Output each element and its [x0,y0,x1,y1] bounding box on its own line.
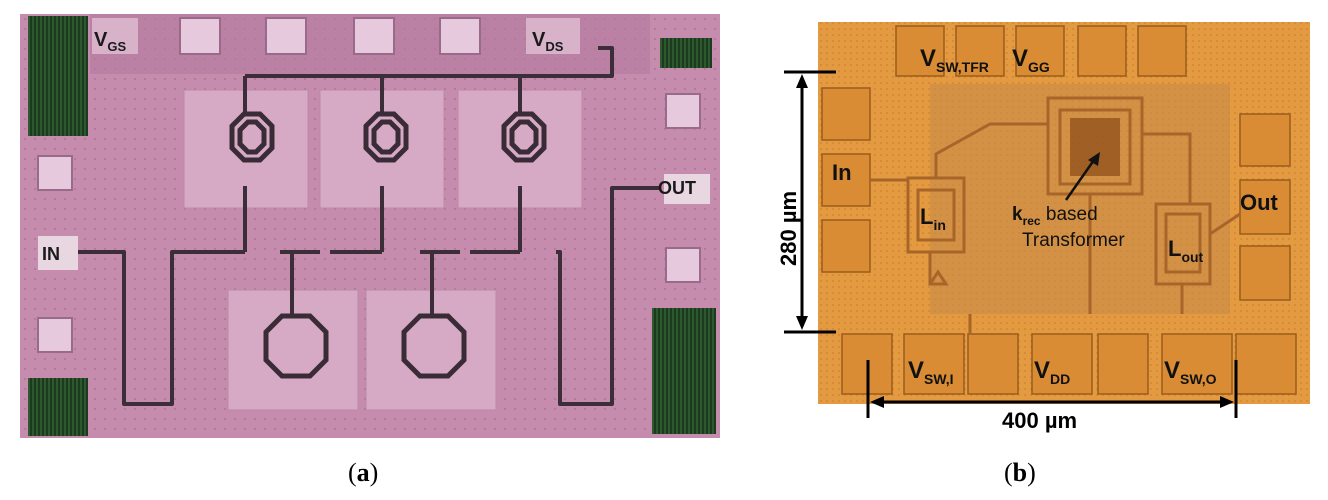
caption-b: (b) [1004,458,1036,487]
label-vsw-i: VSW,I [908,357,954,387]
label-vdd: VDD [1034,357,1070,387]
green-block-bl [28,378,88,436]
label-vsw-o: VSW,O [1164,357,1217,387]
label-out: Out [1240,190,1279,215]
transformer-arrowhead [1088,152,1100,166]
dimension-vertical [784,70,836,334]
label-vsw-tfr: VSW,TFR [920,45,989,75]
label-lin: Lin [920,204,946,233]
label-vgs: VGS [94,29,126,54]
label-lout: Lout [1168,236,1204,265]
chip-a-drawing: VGS VDS IN OUT [20,14,720,438]
chip-b-drawing: VSW,TFR VGG In Out Lin Lout krec based T… [776,22,1310,433]
green-block-tr [660,38,712,68]
dim-horizontal-label: 400 µm [1002,408,1077,433]
dim-vertical-label: 280 µm [776,191,801,266]
chip-photo-a: VGS VDS IN OUT [20,14,720,438]
label-out: OUT [658,178,696,198]
transformer-arrow [1064,159,1096,201]
label-in: IN [42,244,60,264]
label-transformer: Transformer [1022,230,1125,251]
label-krec: krec based [1012,204,1098,228]
caption-a: (a) [348,458,379,487]
chip-photo-b: VSW,TFR VGG In Out Lin Lout krec based T… [770,14,1315,454]
green-block-tl [28,16,88,136]
label-vgg: VGG [1012,45,1050,75]
label-in: In [832,160,852,185]
green-block-br [652,308,716,434]
dimension-horizontal [866,360,1238,418]
label-vds: VDS [532,29,564,54]
